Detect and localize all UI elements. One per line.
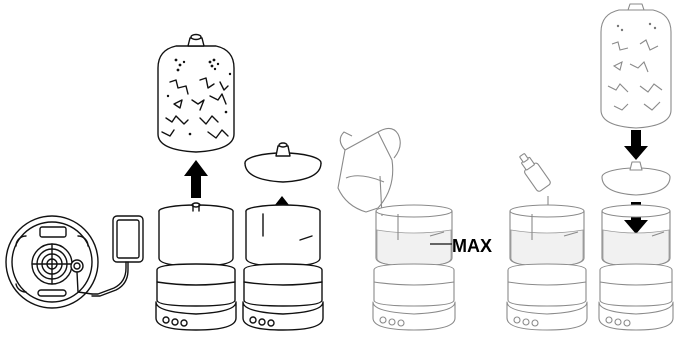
diffuser-device xyxy=(243,205,323,330)
max-label: MAX xyxy=(452,236,492,256)
constellation-cover-icon xyxy=(601,4,671,128)
jug-icon xyxy=(338,128,400,216)
power-adapter-icon xyxy=(92,216,143,296)
diffuser-device xyxy=(156,203,236,330)
constellation-cover-icon xyxy=(158,35,234,153)
arrow-up-icon xyxy=(184,160,208,198)
inner-lid-icon xyxy=(602,162,670,195)
diffuser-device xyxy=(507,205,587,330)
inner-lid-icon xyxy=(245,143,321,182)
arrow-down-icon xyxy=(624,130,648,160)
diffuser-device xyxy=(373,205,455,330)
base-underside-icon xyxy=(6,216,98,308)
